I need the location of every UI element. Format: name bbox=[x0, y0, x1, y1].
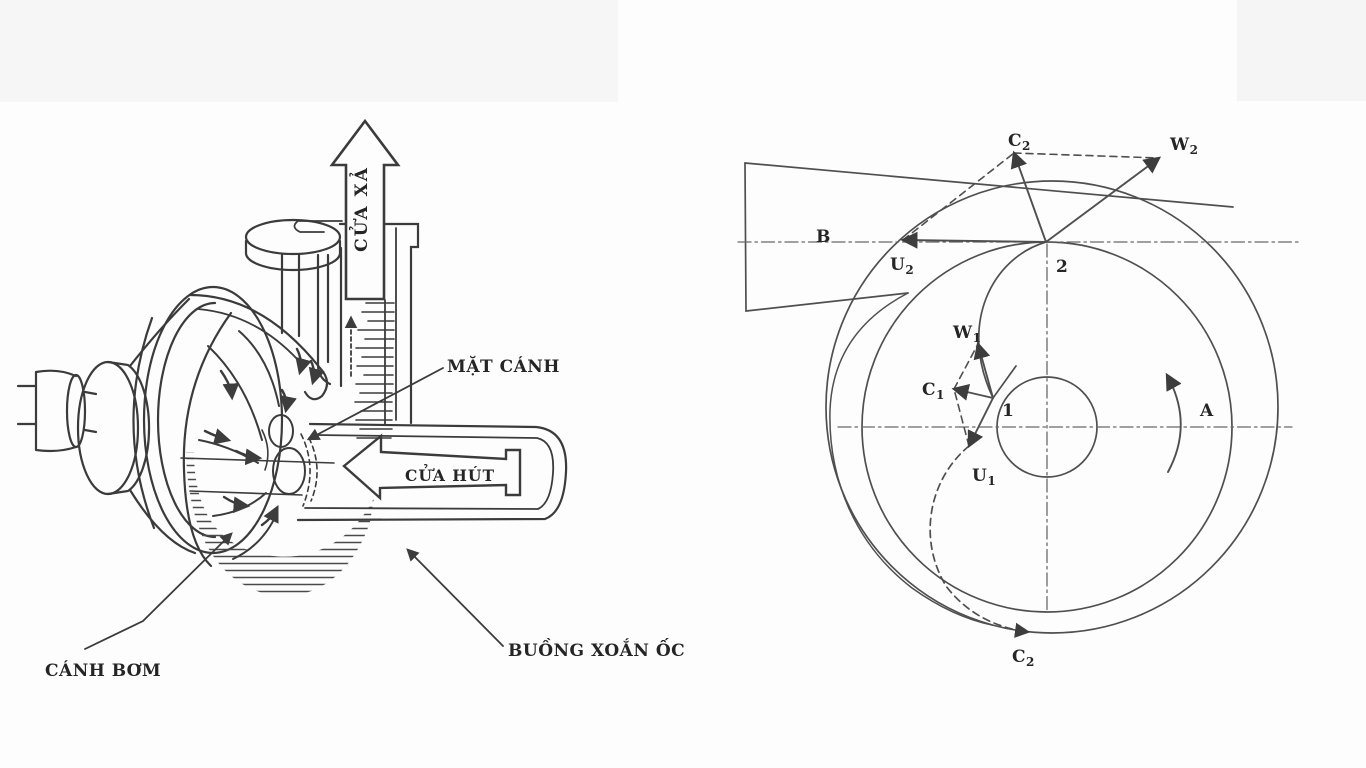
centerlines bbox=[737, 241, 1299, 611]
label-u2: U2 bbox=[890, 255, 914, 277]
label-u1: U1 bbox=[972, 466, 996, 488]
leader-impeller-blade bbox=[84, 532, 233, 650]
suction-pipe bbox=[296, 422, 568, 522]
leader-lines bbox=[84, 367, 504, 650]
blade-curves bbox=[929, 241, 1047, 638]
scan-band-top-right bbox=[1237, 0, 1366, 101]
discharge-arrow: CỬA XẢ bbox=[329, 118, 401, 301]
suction-arrow: CỬA HÚT bbox=[342, 433, 522, 501]
pump-impeller-interior bbox=[180, 330, 335, 560]
flow-swirl-arrows bbox=[203, 347, 325, 527]
discharge-label: CỬA XẢ bbox=[349, 166, 372, 252]
volute-chamber-hatch bbox=[186, 452, 374, 597]
label-w2: W2 bbox=[1169, 135, 1198, 157]
label-c2-bottom: C2 bbox=[1012, 647, 1035, 669]
leader-blade-face bbox=[306, 367, 444, 441]
pump-back-flange bbox=[76, 297, 197, 555]
vector-c2 bbox=[1010, 150, 1047, 243]
scan-band-top-left bbox=[0, 0, 618, 102]
velocity-triangle-figure: C2 W2 B U2 2 W1 C1 1 U1 A C2 bbox=[737, 131, 1299, 669]
label-point-2: 2 bbox=[1056, 257, 1068, 277]
label-c2-top: C2 bbox=[1008, 131, 1031, 153]
leader-volute bbox=[406, 548, 504, 647]
discharge-fluid-hatch bbox=[354, 302, 395, 439]
label-c1: C1 bbox=[922, 380, 945, 402]
volute-chamber-label: BUỒNG XOẮN ỐC bbox=[508, 638, 685, 661]
label-region-b: B bbox=[816, 227, 831, 247]
label-w1: W1 bbox=[952, 323, 981, 345]
vector-u2 bbox=[900, 231, 1047, 249]
rotation-direction-arrow bbox=[1165, 372, 1182, 473]
label-region-a: A bbox=[1199, 401, 1214, 421]
pump-cutaway-figure: CỬA HÚT CỬA XẢ bbox=[16, 118, 685, 681]
impeller-blade-label: CÁNH BƠM bbox=[45, 660, 161, 681]
vector-u1 bbox=[967, 397, 994, 449]
velocity-vectors bbox=[900, 150, 1162, 449]
discharge-duct bbox=[244, 218, 420, 439]
label-point-1: 1 bbox=[1002, 401, 1014, 421]
flow-path-dashed bbox=[929, 445, 1031, 638]
blade-face-label: MẶT CÁNH bbox=[447, 356, 560, 377]
diffuser-outline bbox=[744, 162, 1234, 312]
vector-w1 bbox=[973, 341, 994, 399]
vector-w2 bbox=[1045, 156, 1162, 243]
suction-label: CỬA HÚT bbox=[405, 465, 495, 485]
vector-c1 bbox=[951, 383, 994, 401]
pump-shaft bbox=[16, 369, 98, 453]
